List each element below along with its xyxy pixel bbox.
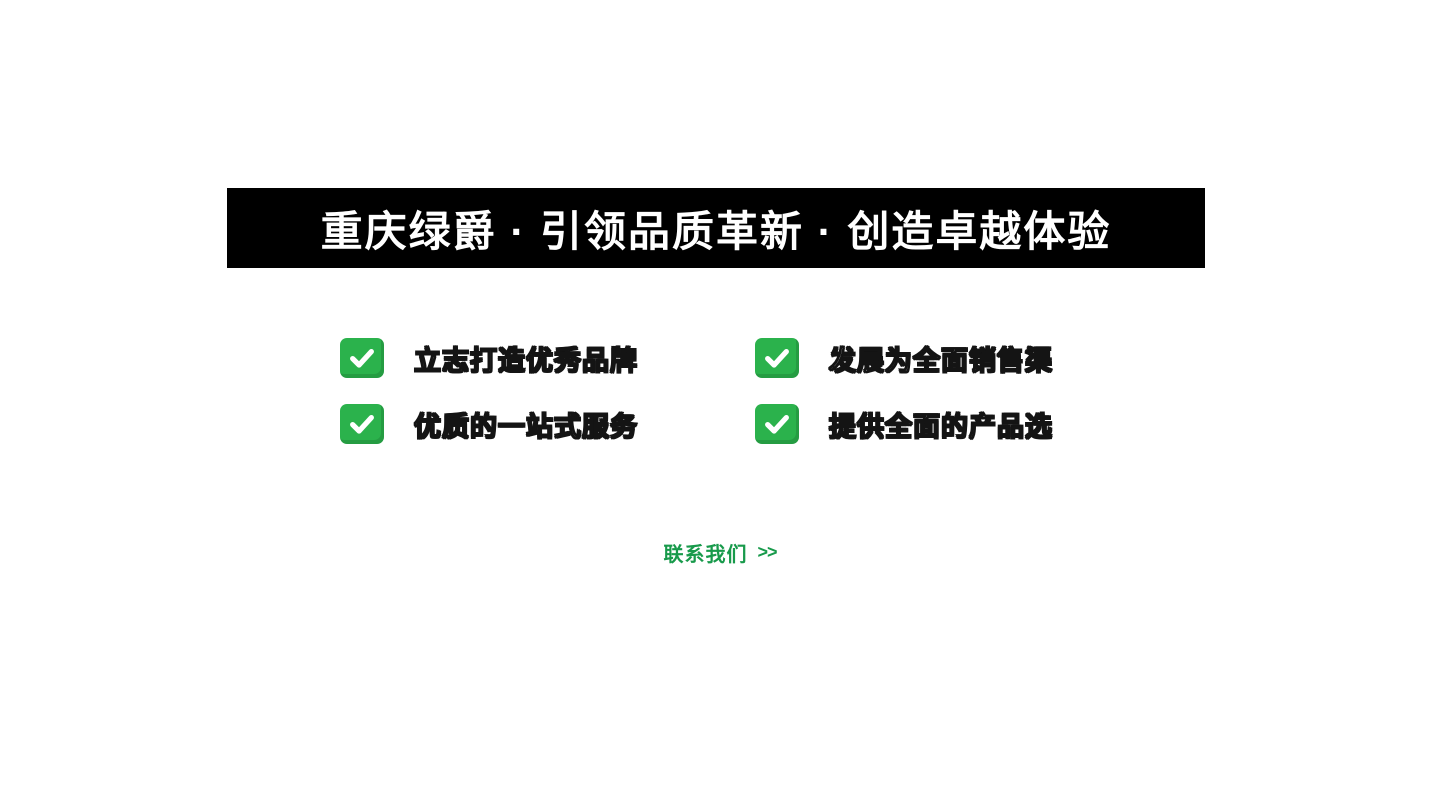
double-chevron-right-icon: >> xyxy=(757,542,777,562)
check-icon xyxy=(755,338,799,378)
check-icon xyxy=(755,404,799,444)
feature-item: 立志打造优秀品牌 xyxy=(340,338,755,378)
contact-us-link[interactable]: 联系我们 >> xyxy=(663,538,777,567)
contact-us-label: 联系我们 xyxy=(663,544,748,566)
contact-row: 联系我们 >> xyxy=(0,538,1440,567)
headline-banner: 重庆绿爵 · 引领品质革新 · 创造卓越体验 xyxy=(227,188,1205,268)
feature-grid: 立志打造优秀品牌 发展为全面销售渠 优质的一站式服务 xyxy=(340,338,1053,444)
feature-item: 发展为全面销售渠 xyxy=(755,338,1053,378)
feature-item: 提供全面的产品选 xyxy=(755,404,1053,444)
check-icon xyxy=(340,338,384,378)
feature-label: 提供全面的产品选 xyxy=(828,411,1053,442)
feature-label: 优质的一站式服务 xyxy=(413,411,638,442)
feature-label: 发展为全面销售渠 xyxy=(828,345,1053,376)
check-icon xyxy=(340,404,384,444)
feature-label: 立志打造优秀品牌 xyxy=(413,345,638,376)
feature-item: 优质的一站式服务 xyxy=(340,404,755,444)
page-title: 重庆绿爵 · 引领品质革新 · 创造卓越体验 xyxy=(320,207,1112,255)
